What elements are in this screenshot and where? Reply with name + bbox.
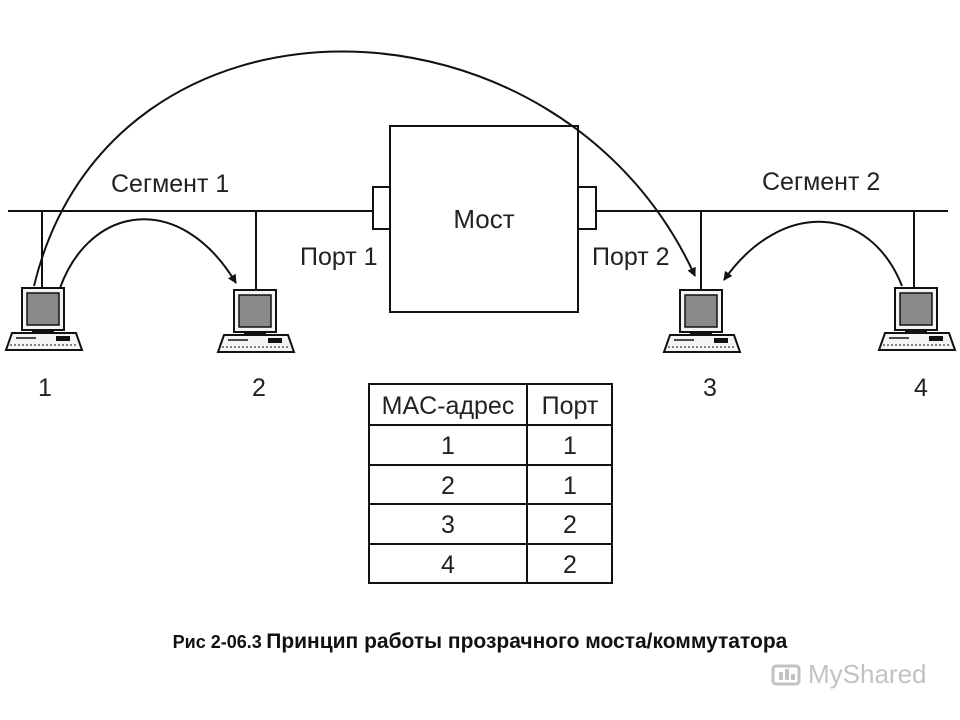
computer-2-icon: [217, 289, 295, 353]
table-cell-mac: 3: [441, 511, 455, 539]
mac-table: MAC-адрес Порт 1 1 2 1 3 2 4 2: [368, 383, 613, 584]
computer-1-label: 1: [38, 374, 52, 402]
table-cell-mac: 4: [441, 551, 455, 579]
arrow-4-to-3: [723, 220, 903, 287]
table-header-mac: MAC-адрес: [382, 392, 515, 420]
segment-1-label: Сегмент 1: [111, 170, 229, 198]
computer-4-icon: [878, 287, 956, 351]
computer-1-icon: [5, 287, 83, 351]
computer-2-label: 2: [252, 374, 266, 402]
table-cell-mac: 1: [441, 432, 455, 460]
figure-title: Принцип работы прозрачного моста/коммута…: [266, 630, 788, 653]
table-cell-mac: 2: [441, 472, 455, 500]
figure-caption: Рис 2-06.3 Принцип работы прозрачного мо…: [0, 630, 960, 654]
segment-2-label: Сегмент 2: [762, 168, 880, 196]
bridge-box: [389, 125, 579, 313]
port-2-label: Порт 2: [592, 243, 670, 271]
arrow-1-to-3: [33, 50, 696, 287]
watermark-text: MyShared: [808, 658, 927, 689]
watermark: MyShared: [770, 658, 927, 690]
bridge-label: Мост: [453, 204, 514, 234]
computer-3-icon: [663, 289, 741, 353]
table-cell-port: 1: [563, 472, 577, 500]
port-1-connector: [372, 186, 391, 230]
arrow-1-to-2: [59, 218, 237, 289]
myshared-logo-icon: [771, 664, 801, 686]
computer-4-label: 4: [914, 374, 928, 402]
figure-number: Рис 2-06.3: [172, 632, 262, 652]
table-cell-port: 1: [563, 432, 577, 460]
port-1-label: Порт 1: [300, 243, 378, 271]
table-cell-port: 2: [563, 511, 577, 539]
table-cell-port: 2: [563, 551, 577, 579]
computer-3-label: 3: [703, 374, 717, 402]
port-2-connector: [577, 186, 597, 230]
table-header-port: Порт: [542, 392, 599, 420]
